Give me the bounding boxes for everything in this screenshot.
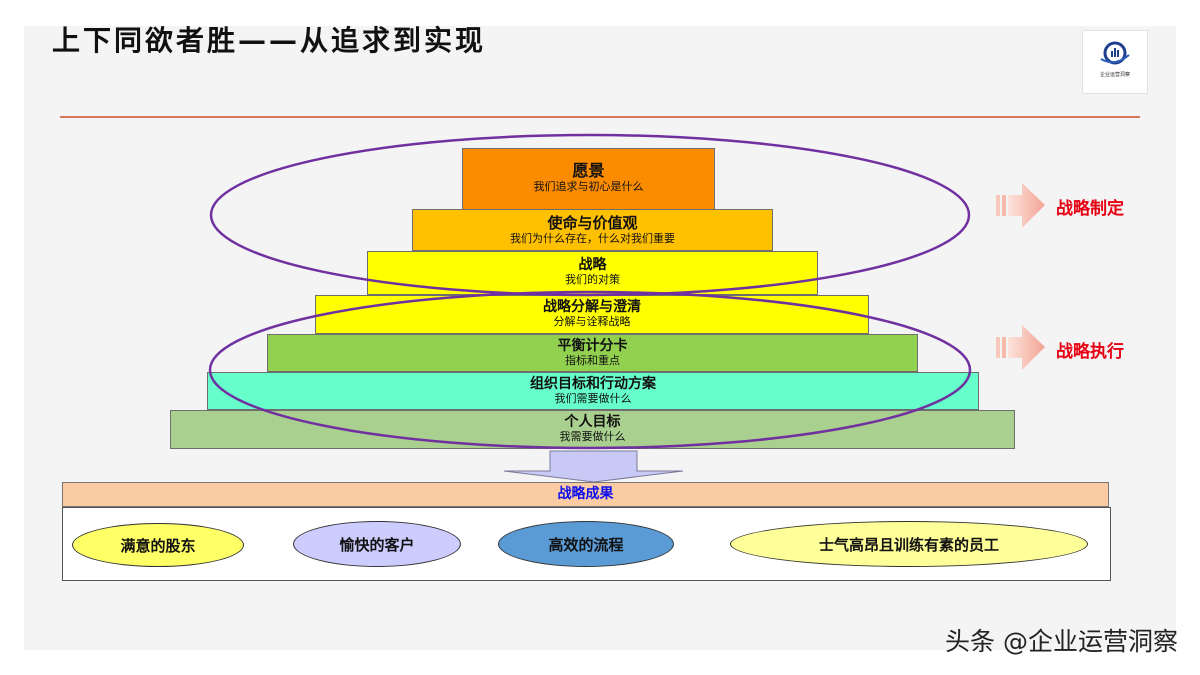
layer-subtitle: 分解与诠释战略 bbox=[553, 315, 631, 328]
layer-title: 战略 bbox=[578, 257, 607, 273]
title-divider bbox=[60, 116, 1140, 118]
outcome-processes: 高效的流程 bbox=[498, 521, 674, 567]
pyramid-layer-mission: 使命与价值观 我们为什么存在，什么对我们重要 bbox=[412, 209, 773, 251]
layer-title: 愿景 bbox=[572, 161, 605, 180]
formulation-arrow-icon bbox=[996, 183, 1045, 228]
layer-title: 战略分解与澄清 bbox=[543, 299, 641, 315]
label-strategy-execution: 战略执行 bbox=[1056, 342, 1124, 362]
layer-subtitle: 我们需要做什么 bbox=[554, 392, 632, 405]
company-logo: 企业运营洞察 bbox=[1082, 30, 1148, 94]
watermark: 头条 @企业运营洞察 bbox=[945, 627, 1178, 656]
layer-title: 使命与价值观 bbox=[547, 214, 638, 232]
label-strategy-formulation: 战略制定 bbox=[1056, 199, 1124, 219]
slide-title: 上下同欲者胜——从追求到实现 bbox=[52, 24, 487, 57]
layer-title: 个人目标 bbox=[564, 414, 621, 430]
layer-title: 平衡计分卡 bbox=[557, 338, 628, 354]
formulation-ellipse bbox=[209, 133, 971, 297]
outcomes-title-bar: 战略成果 bbox=[62, 482, 1109, 507]
layer-subtitle: 我们追求与初心是什么 bbox=[533, 180, 644, 193]
layer-subtitle: 我们为什么存在，什么对我们重要 bbox=[510, 232, 675, 245]
down-arrow-icon bbox=[503, 450, 684, 483]
layer-subtitle: 指标和重点 bbox=[565, 354, 620, 367]
execution-ellipse bbox=[208, 290, 972, 450]
outcome-employees: 士气高昂且训练有素的员工 bbox=[730, 521, 1088, 567]
layer-subtitle: 我需要做什么 bbox=[559, 430, 626, 443]
logo-text: 企业运营洞察 bbox=[1099, 72, 1130, 78]
execution-arrow-icon bbox=[996, 325, 1045, 370]
layer-subtitle: 我们的对策 bbox=[565, 273, 620, 286]
pyramid-layer-scorecard: 平衡计分卡 指标和重点 bbox=[267, 334, 918, 372]
logo-icon bbox=[1100, 41, 1130, 65]
outcome-customers: 愉快的客户 bbox=[293, 521, 461, 567]
layer-title: 组织目标和行动方案 bbox=[530, 376, 656, 392]
outcome-shareholders: 满意的股东 bbox=[72, 523, 244, 567]
pyramid-layer-org-goals: 组织目标和行动方案 我们需要做什么 bbox=[207, 372, 979, 410]
